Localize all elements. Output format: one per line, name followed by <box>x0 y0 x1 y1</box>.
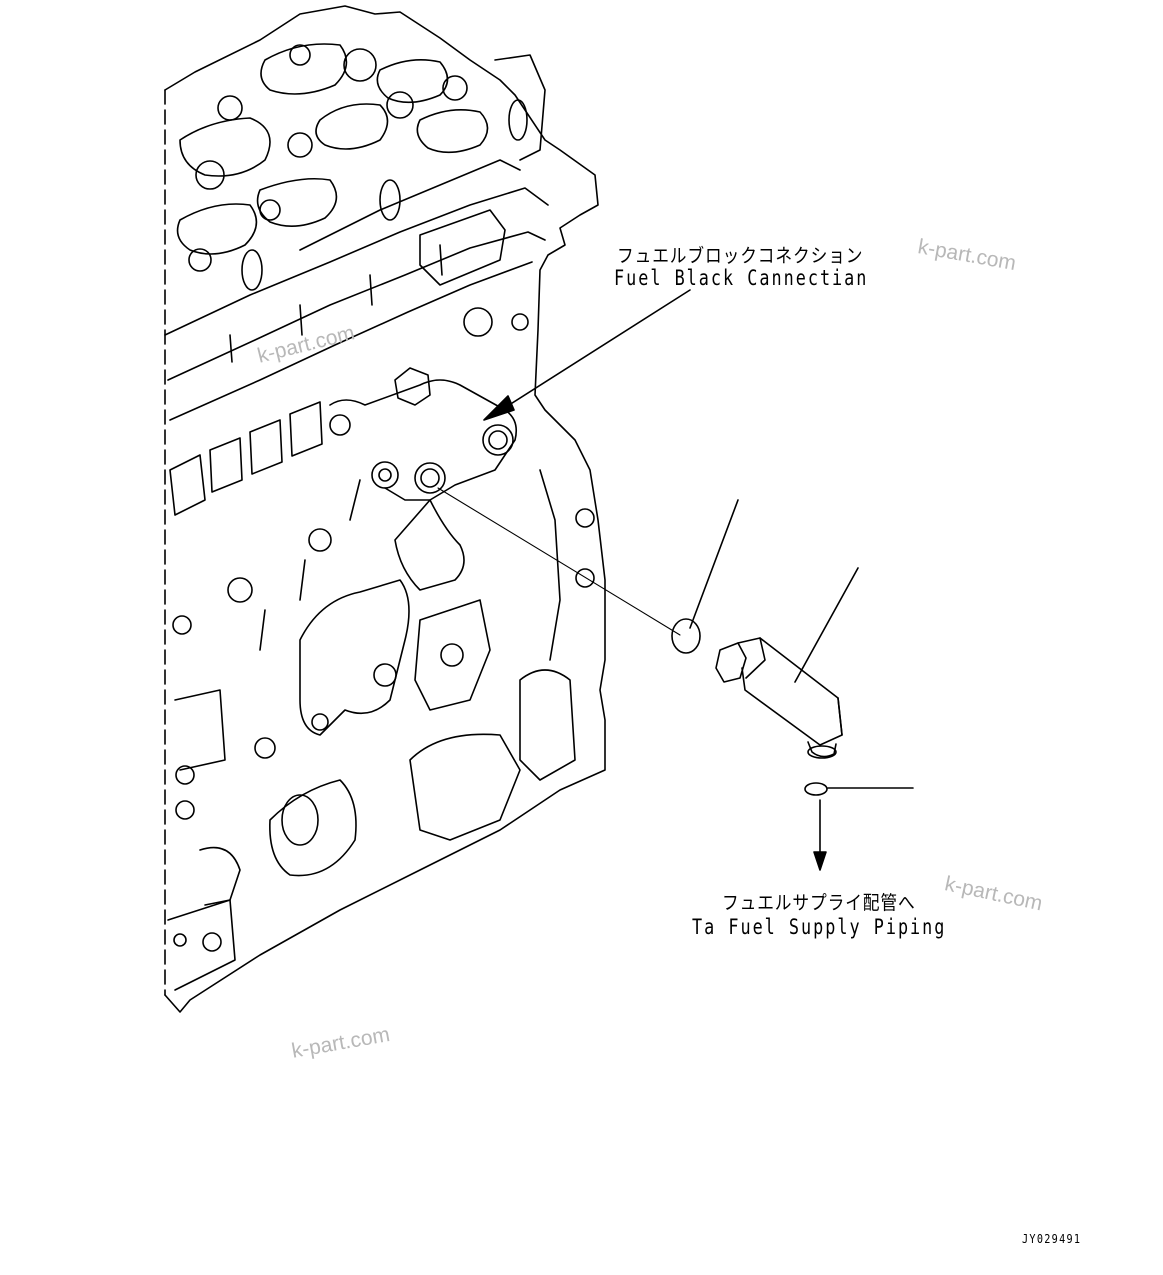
drawing-code: JY029491 <box>1022 1232 1082 1246</box>
supply-label-en: Ta Fuel Supply Piping <box>692 915 947 939</box>
supply-label-jp: フュエルサプライ配管へ <box>722 892 916 914</box>
oring-icon <box>671 618 701 654</box>
elbow-connector-icon <box>715 637 843 759</box>
supply-arrow <box>813 799 827 871</box>
engine-block-icon <box>164 5 606 1013</box>
small-oring-icon <box>804 782 828 796</box>
fuel-block-label-en: Fuel Black Cannectian <box>614 266 869 290</box>
fuel-block-label-jp: フュエルブロックコネクション <box>617 245 864 267</box>
oring-leader <box>689 499 739 629</box>
elbow-leader <box>794 567 859 683</box>
oring-center-line <box>437 487 681 636</box>
fuel-block-leader-arrow <box>483 289 691 421</box>
